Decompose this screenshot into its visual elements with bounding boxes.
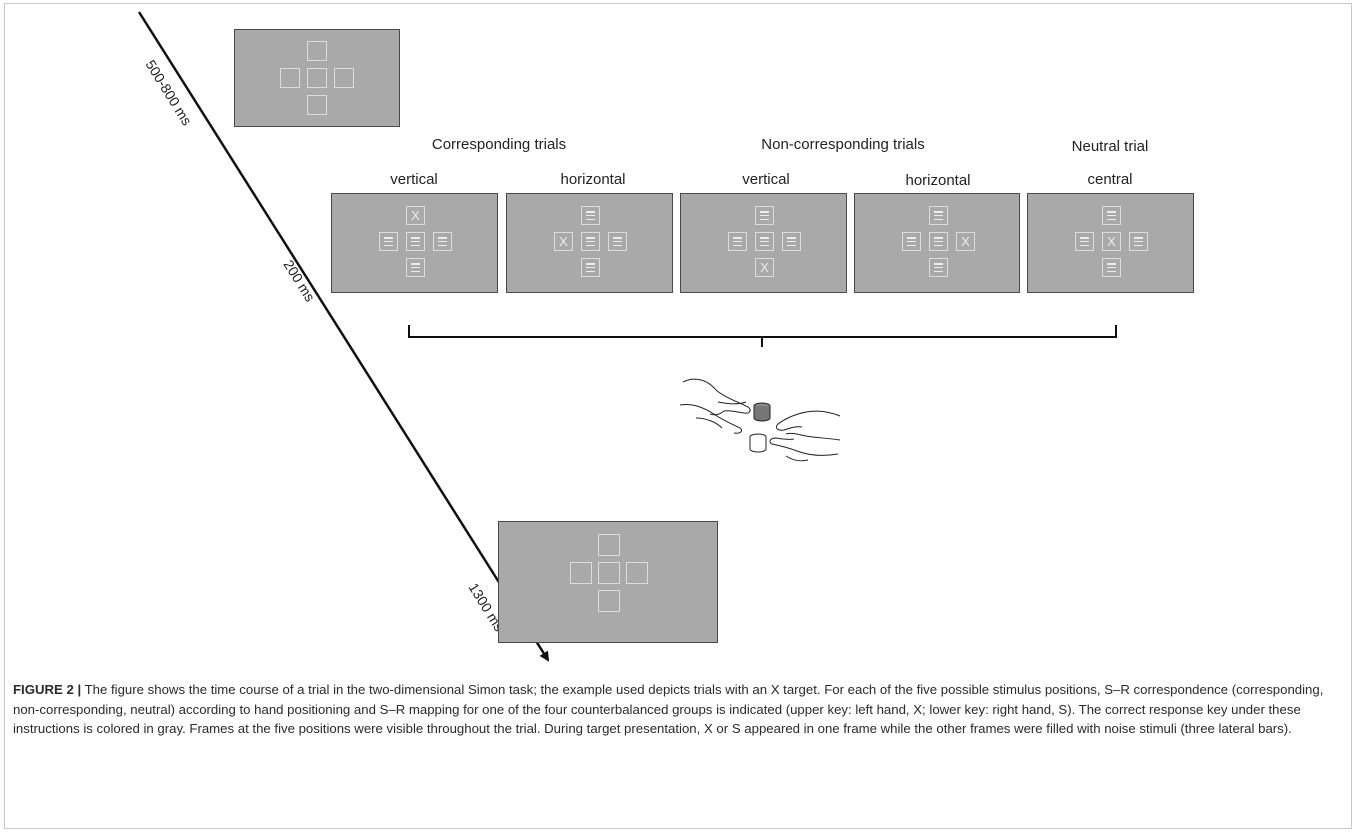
- noise-bars-icon: [760, 237, 769, 246]
- frame-right: [782, 232, 801, 251]
- noise-bars-icon: [1134, 237, 1143, 246]
- frame-top: [581, 206, 600, 225]
- stimulus-panel-2: X: [506, 193, 673, 293]
- frame-right: [334, 68, 354, 88]
- frame-bottom: [1102, 258, 1121, 277]
- frame-left: [728, 232, 747, 251]
- target-symbol: X: [411, 208, 420, 223]
- frame-right: [1129, 232, 1148, 251]
- stimulus-panel-1: X: [331, 193, 498, 293]
- frame-bottom: [581, 258, 600, 277]
- noise-bars-icon: [934, 237, 943, 246]
- frame-top: [598, 534, 620, 556]
- target-symbol: X: [1107, 234, 1116, 249]
- panel-label-3: vertical: [742, 171, 790, 188]
- frame-center: [307, 68, 327, 88]
- noise-bars-icon: [787, 237, 796, 246]
- frame-right: [626, 562, 648, 584]
- noise-bars-icon: [907, 237, 916, 246]
- frame-center: [755, 232, 774, 251]
- frame-top: [1102, 206, 1121, 225]
- frame-center: [581, 232, 600, 251]
- noise-bars-icon: [934, 263, 943, 272]
- blank-screen: [498, 521, 718, 643]
- noise-bars-icon: [438, 237, 447, 246]
- noise-bars-icon: [586, 263, 595, 272]
- noise-bars-icon: [586, 211, 595, 220]
- group-title-corresponding: Corresponding trials: [431, 136, 567, 153]
- noise-bars-icon: [733, 237, 742, 246]
- panel-label-2: horizontal: [560, 171, 626, 188]
- panel-label-1: vertical: [390, 171, 438, 188]
- group-title-neutral: Neutral trial: [1071, 138, 1149, 155]
- noise-bars-icon: [613, 237, 622, 246]
- frame-left: X: [554, 232, 573, 251]
- noise-bars-icon: [586, 237, 595, 246]
- frame-top: [929, 206, 948, 225]
- noise-bars-icon: [384, 237, 393, 246]
- frame-left: [379, 232, 398, 251]
- noise-bars-icon: [411, 237, 420, 246]
- timeline-arrow: [137, 11, 550, 662]
- frame-right: [433, 232, 452, 251]
- frame-top: X: [406, 206, 425, 225]
- frame-left: [902, 232, 921, 251]
- frame-center: [406, 232, 425, 251]
- frame-bottom: [406, 258, 425, 277]
- target-symbol: X: [961, 234, 970, 249]
- noise-bars-icon: [1107, 263, 1116, 272]
- noise-bars-icon: [1080, 237, 1089, 246]
- noise-bars-icon: [411, 263, 420, 272]
- noise-bars-icon: [1107, 211, 1116, 220]
- caption-title: FIGURE 2 |: [13, 682, 82, 697]
- frame-center: [598, 562, 620, 584]
- frame-bottom: [307, 95, 327, 115]
- panel-label-5: central: [1087, 171, 1133, 188]
- target-symbol: X: [760, 260, 769, 275]
- caption-text: The figure shows the time course of a tr…: [13, 682, 1324, 736]
- frame-bottom: [598, 590, 620, 612]
- figure-frame: [4, 3, 1352, 829]
- hands-illustration: [679, 378, 841, 462]
- noise-bars-icon: [934, 211, 943, 220]
- frame-right: X: [956, 232, 975, 251]
- frame-center: X: [1102, 232, 1121, 251]
- target-symbol: X: [559, 234, 568, 249]
- grouping-bracket: [408, 325, 1117, 347]
- frame-bottom: [929, 258, 948, 277]
- stimulus-panel-4: X: [854, 193, 1020, 293]
- stimulus-panel-3: X: [680, 193, 847, 293]
- noise-bars-icon: [760, 211, 769, 220]
- frame-top: [755, 206, 774, 225]
- frame-bottom: X: [755, 258, 774, 277]
- frame-center: [929, 232, 948, 251]
- group-title-non-corresponding: Non-corresponding trials: [761, 136, 925, 153]
- frame-left: [1075, 232, 1094, 251]
- panel-label-4: horizontal: [905, 172, 971, 189]
- frame-left: [570, 562, 592, 584]
- frame-top: [307, 41, 327, 61]
- frame-right: [608, 232, 627, 251]
- figure-caption: FIGURE 2 | The figure shows the time cou…: [13, 680, 1343, 739]
- stimulus-panel-5: X: [1027, 193, 1194, 293]
- frame-left: [280, 68, 300, 88]
- fixation-screen: [234, 29, 400, 127]
- figure-graphics: [137, 11, 1117, 662]
